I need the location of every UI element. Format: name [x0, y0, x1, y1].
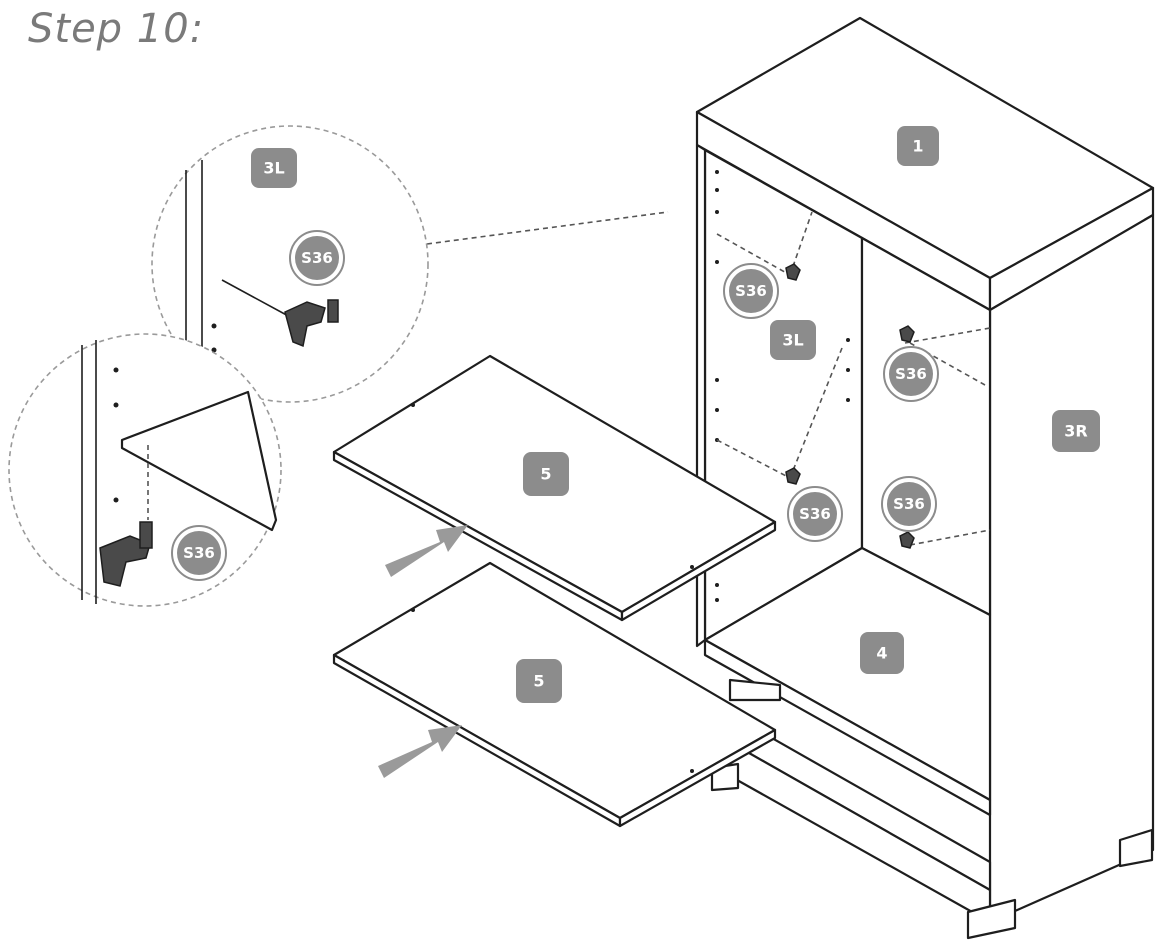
svg-text:3L: 3L: [263, 159, 284, 178]
badge-s36-left-lower: S36: [787, 486, 843, 542]
svg-text:3L: 3L: [782, 331, 803, 350]
shelf-pin-holes-middle: [846, 338, 850, 402]
drawer-runner: [728, 678, 782, 702]
svg-text:3R: 3R: [1064, 422, 1087, 441]
badge-s36-right-lower: S36: [881, 476, 937, 532]
svg-text:S36: S36: [301, 249, 333, 267]
svg-text:4: 4: [876, 644, 887, 663]
badge-s36-left-upper: S36: [723, 263, 779, 319]
detail-circle-lower: [8, 333, 282, 607]
svg-text:S36: S36: [735, 282, 767, 300]
badge-s36-right-upper: S36: [883, 346, 939, 402]
leg-front: [966, 898, 1017, 940]
badge-part-5-lower: 5: [516, 659, 562, 703]
badge-part-1: 1: [897, 126, 939, 166]
svg-text:1: 1: [912, 137, 923, 156]
svg-text:S36: S36: [893, 495, 925, 513]
badge-part-3l-detail: 3L: [251, 148, 297, 188]
badge-part-5-upper: 5: [523, 452, 569, 496]
badge-part-4: 4: [860, 632, 904, 674]
leg-right: [1118, 828, 1154, 868]
svg-text:S36: S36: [183, 544, 215, 562]
svg-text:S36: S36: [799, 505, 831, 523]
arrow-lower-shelf: [378, 725, 462, 778]
badge-part-3r: 3R: [1052, 410, 1100, 452]
svg-text:5: 5: [540, 465, 551, 484]
right-side-panel: [988, 213, 1155, 924]
step-title: Step 10:: [28, 6, 204, 52]
svg-text:5: 5: [533, 672, 544, 691]
detail-leader-line: [426, 211, 669, 245]
badge-part-3l-cabinet: 3L: [770, 320, 816, 360]
badge-s36-detail-upper: S36: [289, 230, 345, 286]
badge-s36-detail-lower: S36: [171, 525, 227, 581]
arrow-upper-shelf: [385, 525, 468, 577]
svg-text:S36: S36: [895, 365, 927, 383]
shelf-support-installed: [785, 263, 915, 549]
